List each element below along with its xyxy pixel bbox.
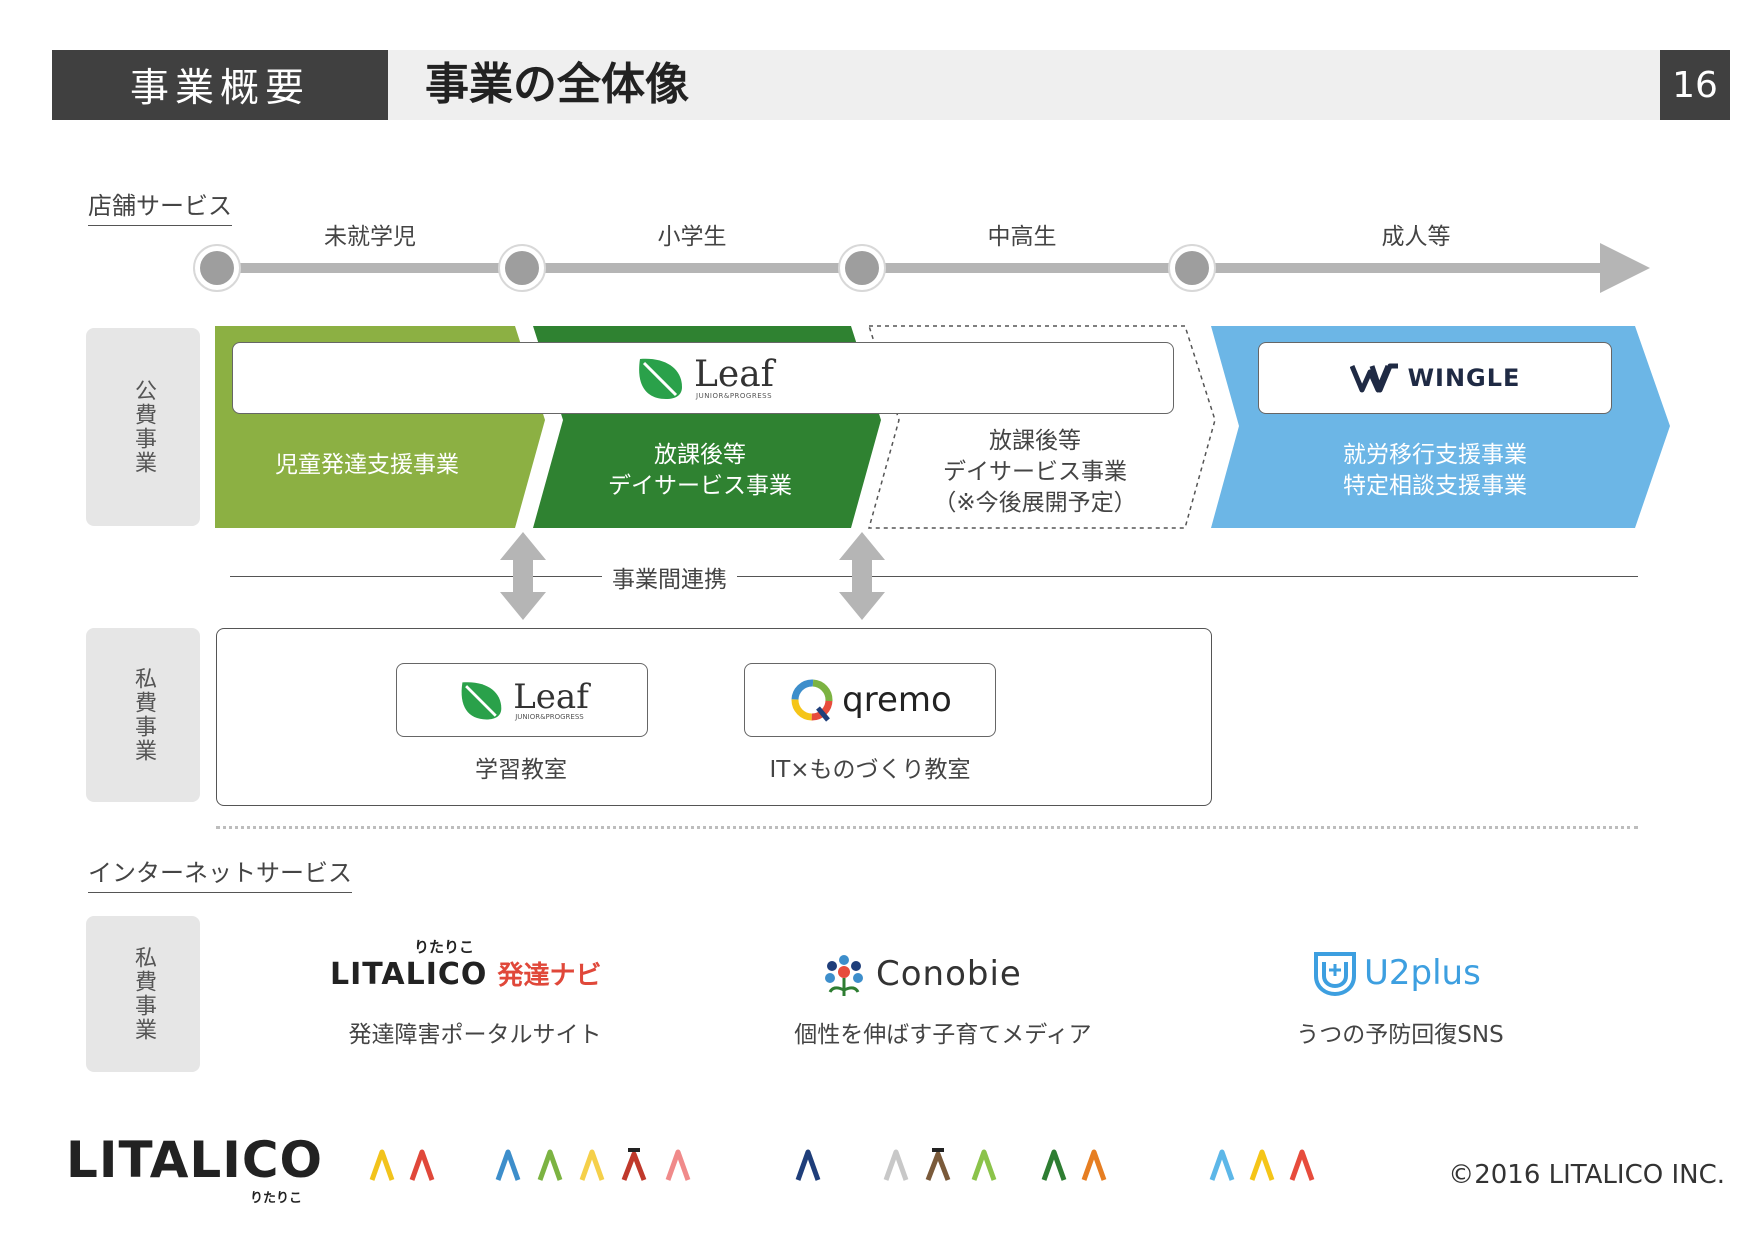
private-funded-label: 私費事業 xyxy=(86,628,200,802)
future-line-1: 放課後等 xyxy=(989,428,1081,454)
wingle-line-2: 特定相談支援事業 xyxy=(1343,473,1527,499)
conobie-logo[interactable]: Conobie xyxy=(818,948,1022,1000)
timeline-bar xyxy=(210,263,1610,273)
internet-services-heading: インターネットサービス xyxy=(88,853,352,893)
leaf-class-caption: 学習教室 xyxy=(475,757,567,783)
figure-icon xyxy=(1081,1149,1107,1181)
leaf-icon xyxy=(639,358,682,399)
store-services-heading: 店舗サービス xyxy=(88,186,232,226)
wingle-logo-text: WINGLE xyxy=(1407,364,1521,392)
qremo-ring-icon xyxy=(791,679,833,722)
figure-icon xyxy=(495,1149,521,1181)
future-line-2: デイサービス事業 xyxy=(943,459,1127,485)
stage-label-preschool: 未就学児 xyxy=(324,224,416,250)
footer-figures xyxy=(369,1148,1315,1181)
public-funded-label: 公費事業 xyxy=(86,328,200,526)
figure-icon xyxy=(579,1149,605,1181)
stage-label-elementary: 小学生 xyxy=(657,224,727,250)
leaf-logo-text: Leaf xyxy=(694,353,774,395)
afterschool-line-2: デイサービス事業 xyxy=(608,473,792,499)
timeline-node-4 xyxy=(1168,244,1216,292)
stage-label-adult: 成人等 xyxy=(1381,224,1451,250)
timeline-arrowhead xyxy=(1600,243,1650,293)
section-title: 事業概要 xyxy=(129,66,310,111)
wingle-service-label: 就労移行支援事業 特定相談支援事業 xyxy=(1290,440,1580,502)
leaf-banner[interactable]: Leaf JUNIOR&PROGRESS xyxy=(232,342,1174,414)
stage-label-secondary: 中高生 xyxy=(987,224,1057,250)
afterschool-service-label: 放課後等 デイサービス事業 xyxy=(565,440,835,502)
leaf-class-card[interactable]: Leaf JUNIOR&PROGRESS xyxy=(396,663,648,737)
internet-private-label: 私費事業 xyxy=(86,916,200,1072)
page-number: 16 xyxy=(1660,50,1730,120)
footer-logo-text: LITALICO xyxy=(66,1131,324,1189)
timeline-node-1 xyxy=(193,244,241,292)
u2plus-logo-text: U2plus xyxy=(1364,953,1481,993)
litalico-navi-brand: LITALICO xyxy=(330,957,488,992)
afterschool-line-1: 放課後等 xyxy=(654,442,746,468)
figure-icon xyxy=(1209,1149,1235,1181)
page-number-text: 16 xyxy=(1672,64,1718,106)
figure-icon xyxy=(537,1149,563,1181)
leaf-class-logo-text: Leaf xyxy=(513,676,589,717)
figure-icon xyxy=(1249,1149,1275,1181)
figure-icon xyxy=(621,1148,647,1181)
figure-icon xyxy=(795,1149,821,1181)
wingle-w-icon xyxy=(1349,363,1398,393)
footer-logo-ruby: りたりこ xyxy=(250,1191,303,1206)
leaf-class-tagline: JUNIOR&PROGRESS xyxy=(515,712,584,721)
future-service-label: 放課後等 デイサービス事業 （※今後展開予定） xyxy=(900,426,1170,519)
collaboration-line xyxy=(230,576,1638,577)
wingle-line-1: 就労移行支援事業 xyxy=(1343,442,1527,468)
figure-icon xyxy=(883,1149,909,1181)
chevron-future xyxy=(867,325,1216,529)
litalico-navi-suffix: 発達ナビ xyxy=(497,961,602,991)
u2plus-shield-icon xyxy=(1314,952,1356,997)
leaf-tagline: JUNIOR&PROGRESS xyxy=(696,391,773,400)
litalico-navi-ruby: りたりこ xyxy=(414,938,475,956)
timeline-node-2 xyxy=(498,244,546,292)
figure-icon xyxy=(369,1149,395,1181)
leaf-icon xyxy=(461,682,502,720)
conobie-logo-text: Conobie xyxy=(876,954,1022,994)
title-bar xyxy=(388,50,1660,120)
litalico-footer-logo: LITALICO りたりこ xyxy=(66,1135,323,1206)
wingle-banner[interactable]: WINGLE xyxy=(1258,342,1612,414)
u2plus-logo[interactable]: U2plus xyxy=(1310,948,1481,998)
private-services-box xyxy=(216,628,1212,806)
copyright: ©2016 LITALICO INC. xyxy=(1448,1160,1725,1190)
section-divider xyxy=(216,826,1638,829)
figure-icon xyxy=(925,1148,951,1181)
figure-icon xyxy=(409,1149,435,1181)
conobie-caption: 個性を伸ばす子育てメディア xyxy=(794,1022,1092,1048)
preschool-service-label: 児童発達支援事業 xyxy=(275,452,459,478)
litalico-navi-caption: 発達障害ポータルサイト xyxy=(348,1022,602,1048)
litalico-navi-logo[interactable]: りたりこ LITALICO 発達ナビ xyxy=(330,938,610,993)
figure-icon xyxy=(1041,1149,1067,1181)
section-tab: 事業概要 xyxy=(52,50,388,120)
qremo-caption: IT×ものづくり教室 xyxy=(769,757,971,783)
collab-arrow-left-icon xyxy=(500,532,546,620)
collab-arrow-right-icon xyxy=(839,532,885,620)
timeline xyxy=(193,243,1650,293)
page-title: 事業の全体像 xyxy=(425,59,689,110)
qremo-card[interactable]: qremo xyxy=(744,663,996,737)
future-line-3: （※今後展開予定） xyxy=(933,490,1137,516)
qremo-logo-text: qremo xyxy=(842,680,952,720)
figure-icon xyxy=(665,1149,691,1181)
figure-icon xyxy=(1289,1149,1315,1181)
conobie-flower-icon xyxy=(825,955,863,996)
figure-icon xyxy=(971,1149,997,1181)
collaboration-label: 事業間連携 xyxy=(602,560,737,594)
u2plus-caption: うつの予防回復SNS xyxy=(1296,1022,1504,1048)
timeline-node-3 xyxy=(838,244,886,292)
